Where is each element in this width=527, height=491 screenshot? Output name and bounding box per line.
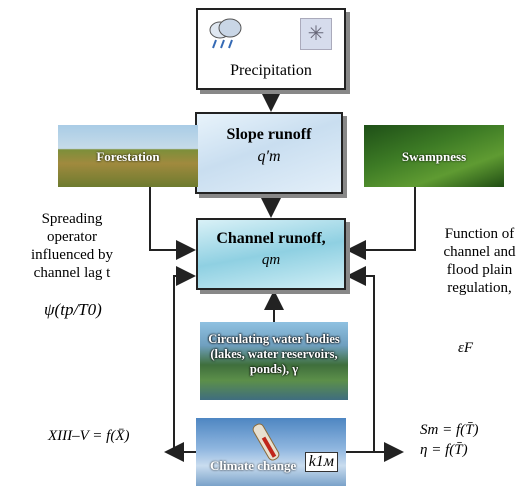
swampness-label: Swampness	[401, 149, 467, 164]
arrow-climate-left	[173, 266, 196, 453]
channel-runoff-title: Channel runoff,	[216, 230, 326, 247]
regulation-line-4: regulation,	[447, 280, 512, 296]
spreading-line-3: influenced by	[30, 247, 114, 263]
climate-change-box: Climate change k1м	[196, 418, 346, 486]
precipitation-label: Precipitation	[230, 62, 312, 79]
circulating-water-box: Circulating water bodies (lakes, water r…	[200, 322, 348, 400]
regulation-text: Function of channel and flood plain regu…	[432, 225, 527, 297]
spreading-line-4: channel lag t	[33, 265, 111, 281]
left-formula: XIII–V = f(X̄)	[48, 428, 130, 444]
right-formula-line-1: Sm = f(T̄)	[420, 422, 479, 438]
climate-change-symbol: k1м	[304, 452, 338, 472]
climate-change-label: Climate change	[210, 458, 297, 473]
arrow-forest-channel	[149, 187, 196, 260]
epsilon-formula: εF	[458, 340, 474, 356]
spreading-line-1: Spreading	[41, 211, 103, 227]
forestation-label: Forestation	[96, 149, 160, 164]
regulation-line-1: Function of	[444, 226, 515, 242]
swampness-box: Swampness	[364, 125, 504, 187]
right-formula: Sm = f(T̄) η = f(T̄)	[420, 420, 478, 460]
spreading-line-2: operator	[47, 229, 97, 245]
slope-runoff-box: Slope runoff q′m	[195, 112, 343, 194]
spreading-operator-text: Spreading operator influenced by channel…	[2, 210, 142, 282]
slope-runoff-title: Slope runoff	[226, 126, 312, 143]
forestation-box: Forestation	[58, 125, 198, 187]
arrow-climate-right	[346, 266, 375, 453]
cloud-rain-icon	[209, 18, 242, 49]
regulation-line-2: channel and	[443, 244, 516, 260]
regulation-line-3: flood plain	[446, 262, 513, 278]
arrow-swamp-channel	[346, 187, 416, 260]
channel-runoff-box: Channel runoff, qm	[196, 218, 346, 290]
right-formula-line-2: η = f(T̄)	[420, 442, 468, 458]
circulating-water-label: Circulating water bodies (lakes, water r…	[208, 332, 340, 376]
channel-runoff-symbol: qm	[261, 252, 281, 268]
slope-runoff-symbol: q′m	[257, 148, 281, 165]
thermometer-icon	[250, 421, 282, 463]
snowflake-icon: ✳	[300, 18, 332, 50]
psi-formula: ψ(tp/T0)	[44, 300, 102, 319]
precipitation-box: ✳ Precipitation	[196, 8, 346, 90]
